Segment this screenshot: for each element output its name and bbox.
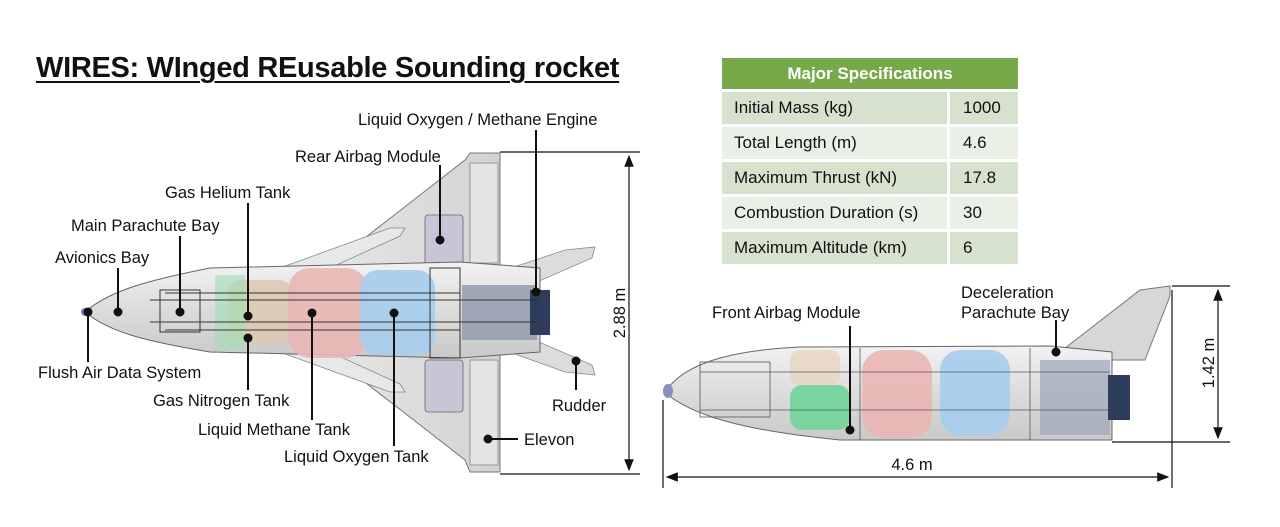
top-view-leaders (83, 130, 581, 446)
height-dimension (1112, 285, 1230, 443)
side-view-leaders (845, 320, 1061, 435)
length-dimension (662, 290, 1173, 488)
lower-elevon (469, 359, 499, 466)
height-dimension-label: 1.42 m (1200, 338, 1218, 388)
side-engine-block (1040, 360, 1110, 435)
specifications-header: Major Specifications (722, 58, 1018, 89)
page-title: WIRES: WInged REusable Sounding rocket (36, 52, 620, 84)
label-front-airbag: Front Airbag Module (712, 304, 861, 322)
label-rudder: Rudder (552, 397, 607, 415)
label-main-parachute: Main Parachute Bay (71, 217, 220, 235)
side-nose-cap (663, 384, 673, 398)
side-methane-tank (862, 350, 932, 438)
side-engine-nozzle (1108, 375, 1130, 420)
spec-row: Maximum Altitude (km) 6 (722, 232, 1018, 264)
spec-value: 17.8 (950, 162, 1018, 194)
side-nitrogen-tank (790, 385, 850, 430)
span-dimension-label: 2.88 m (611, 288, 629, 338)
spec-row: Total Length (m) 4.6 (722, 127, 1018, 159)
label-avionics: Avionics Bay (55, 249, 150, 267)
label-gas-nitrogen: Gas Nitrogen Tank (153, 392, 290, 410)
spec-label: Total Length (m) (722, 127, 947, 159)
spec-value: 30 (950, 197, 1018, 229)
spec-value: 4.6 (950, 127, 1018, 159)
label-liquid-methane: Liquid Methane Tank (198, 421, 351, 439)
engine-nozzle (530, 290, 550, 335)
side-oxygen-tank (940, 350, 1010, 435)
side-view-vehicle (663, 285, 1171, 441)
specifications-table: Major Specifications Initial Mass (kg) 1… (722, 58, 1018, 264)
label-decel-parachute-line2: Parachute Bay (961, 304, 1070, 322)
label-decel-parachute-line1: Deceleration (961, 284, 1054, 302)
methane-tank (288, 268, 368, 358)
label-liquid-oxygen: Liquid Oxygen Tank (284, 448, 429, 466)
spec-value: 6 (950, 232, 1018, 264)
spec-label: Initial Mass (kg) (722, 92, 947, 124)
side-helium-tank (790, 350, 840, 385)
label-elevon: Elevon (524, 431, 574, 449)
label-rear-airbag: Rear Airbag Module (295, 148, 441, 166)
spec-row: Combustion Duration (s) 30 (722, 197, 1018, 229)
label-engine: Liquid Oxygen / Methane Engine (358, 111, 597, 129)
spec-label: Combustion Duration (s) (722, 197, 947, 229)
span-dimension (500, 151, 640, 475)
length-dimension-label: 4.6 m (891, 456, 932, 474)
engine-block (462, 285, 537, 340)
lower-airbag-panel (424, 359, 464, 413)
spec-label: Maximum Altitude (km) (722, 232, 947, 264)
green-bay (215, 275, 245, 350)
spec-row: Maximum Thrust (kN) 17.8 (722, 162, 1018, 194)
label-flush-air-data: Flush Air Data System (38, 364, 201, 382)
upper-elevon (469, 162, 499, 264)
spec-label: Maximum Thrust (kN) (722, 162, 947, 194)
side-structure-lines (699, 348, 1110, 440)
label-gas-helium: Gas Helium Tank (165, 184, 291, 202)
spec-row: Initial Mass (kg) 1000 (722, 92, 1018, 124)
spec-value: 1000 (950, 92, 1018, 124)
